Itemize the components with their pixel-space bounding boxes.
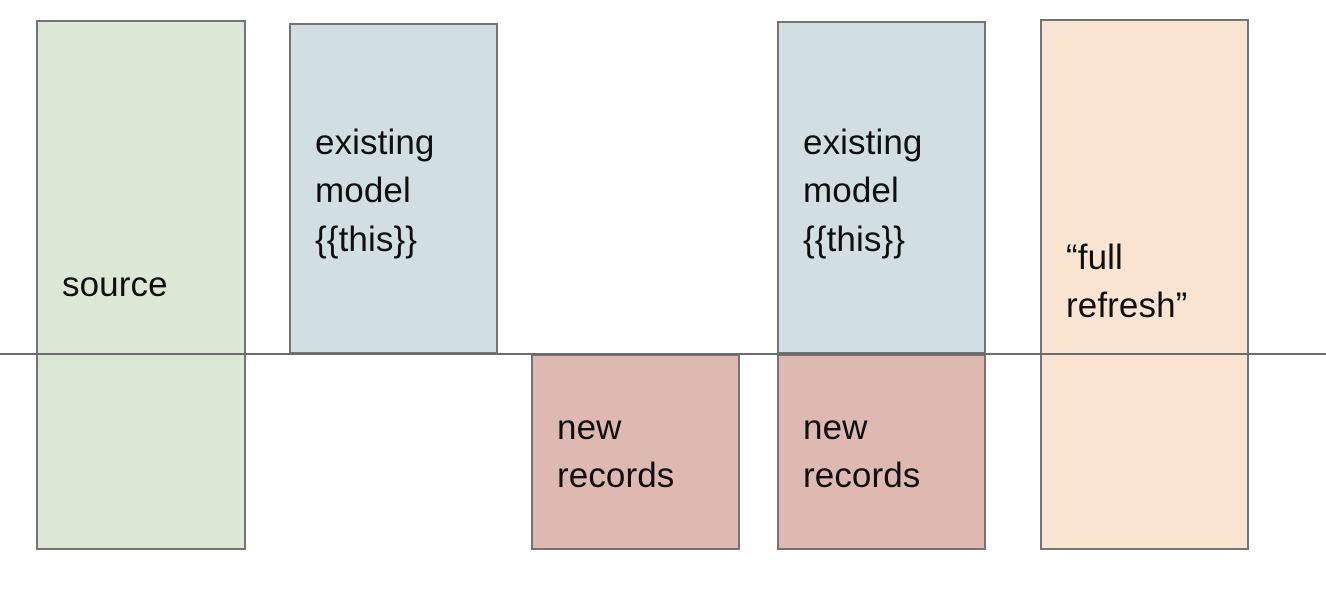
existing-model-box-1[interactable]: existing model {{this}} bbox=[289, 23, 498, 354]
full-refresh-box[interactable]: “full refresh” bbox=[1040, 19, 1249, 550]
horizontal-divider-line bbox=[0, 353, 1326, 355]
existing-model-box-2[interactable]: existing model {{this}} bbox=[777, 21, 986, 354]
new-records-box-1-label: new records bbox=[557, 408, 675, 496]
existing-model-box-1-label: existing model {{this}} bbox=[315, 123, 435, 259]
full-refresh-box-label: “full refresh” bbox=[1066, 238, 1188, 326]
new-records-box-2-label: new records bbox=[803, 408, 921, 496]
source-box[interactable]: source bbox=[36, 20, 246, 550]
new-records-box-1[interactable]: new records bbox=[531, 354, 740, 550]
existing-model-box-2-label: existing model {{this}} bbox=[803, 123, 923, 259]
source-box-label: source bbox=[62, 264, 168, 304]
new-records-box-2[interactable]: new records bbox=[777, 354, 986, 550]
